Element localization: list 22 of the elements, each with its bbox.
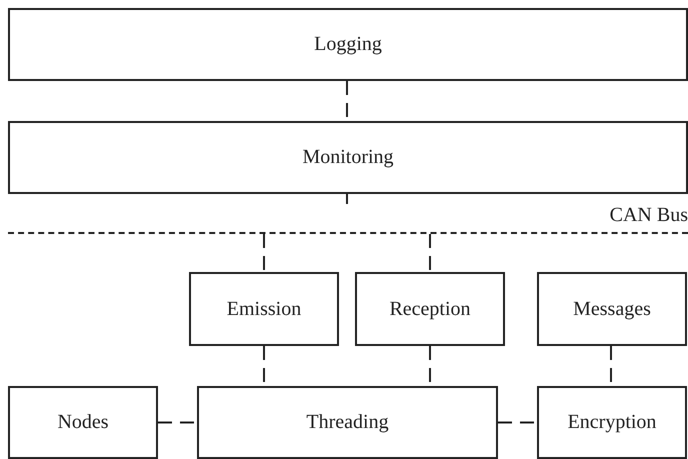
bus-label: CAN Bus: [610, 204, 688, 227]
connector-line: [429, 234, 431, 272]
box-label: Logging: [314, 33, 382, 56]
connector-line: [498, 422, 537, 424]
box-label: Messages: [573, 298, 651, 320]
box-label: Threading: [306, 411, 389, 434]
box-label: Encryption: [568, 411, 656, 434]
process-box: [197, 386, 498, 459]
connector-line: [346, 194, 348, 204]
process-box: [8, 386, 158, 459]
box-label: Monitoring: [302, 146, 394, 169]
process-box: [189, 272, 339, 346]
process-box: [537, 272, 687, 346]
box-label: Reception: [389, 298, 471, 320]
process-box: [537, 386, 687, 459]
process-box: [355, 272, 505, 346]
process-box: [8, 8, 688, 81]
box-label: Nodes: [57, 411, 109, 434]
connector-line: [263, 234, 265, 272]
process-box: [8, 121, 688, 194]
connector-line: [158, 422, 197, 424]
box-label: Emission: [226, 298, 302, 320]
